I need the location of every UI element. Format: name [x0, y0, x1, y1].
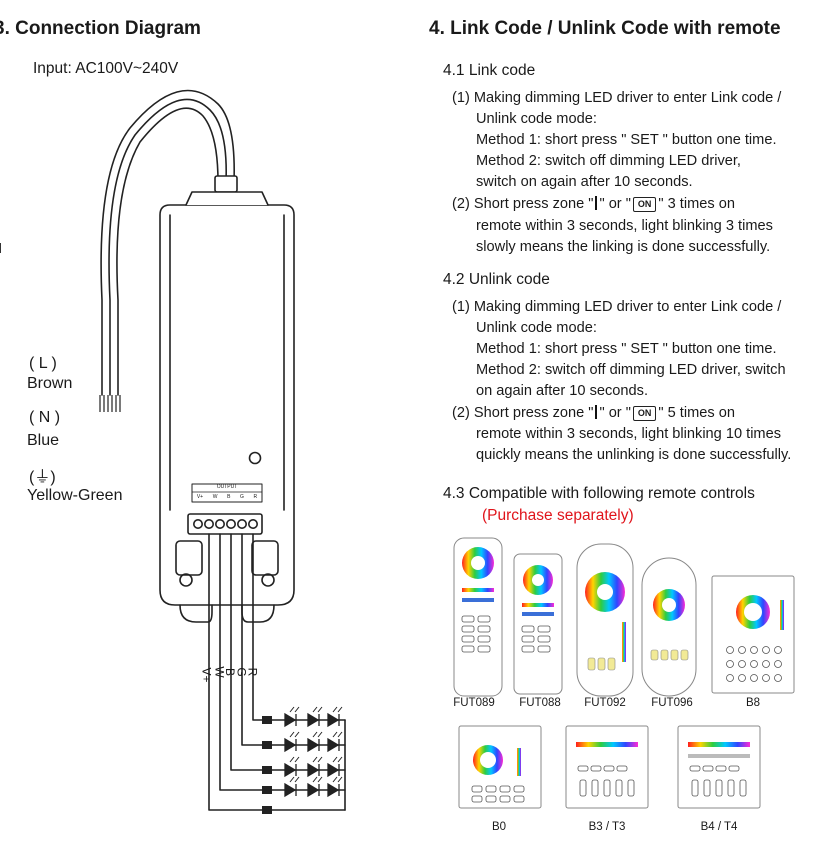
- compatible-remotes-title: 4.3 Compatible with following remote con…: [443, 485, 755, 502]
- unlink-step2-line2: remote within 3 seconds, light blinking …: [476, 426, 782, 442]
- remote-fut096: [641, 557, 697, 697]
- caption-b4-t4: B4 / T4: [700, 821, 738, 833]
- output-label: OUTPUT: [216, 484, 238, 490]
- led-rays: [289, 706, 343, 783]
- driver-diagram: [99, 89, 346, 814]
- led-row-g: [262, 737, 340, 753]
- on-button-icon: ON: [632, 197, 657, 212]
- zone-bar-icon: [595, 196, 598, 210]
- output-pins: V+ W B G R: [192, 494, 262, 500]
- unlink-method1: Method 1: short press " SET " button one…: [476, 341, 777, 357]
- led-row-b: [262, 762, 340, 778]
- wire-n-name: Blue: [27, 432, 60, 449]
- led-row-r: [262, 712, 340, 728]
- channel-label-r: R: [245, 667, 260, 677]
- caption-b8: B8: [745, 697, 761, 709]
- pin-r: R: [253, 494, 258, 500]
- on-button-icon: ON: [632, 406, 657, 421]
- unlink-step2-line3: quickly means the unlinking is done succ…: [476, 447, 792, 463]
- link-method2b: switch on again after 10 seconds.: [476, 174, 693, 190]
- remote-fut092: [576, 543, 634, 697]
- caption-b0: B0: [491, 821, 507, 833]
- led-row-vplus: [262, 806, 272, 814]
- link-code-title: 4.1 Link code: [443, 62, 536, 79]
- unlink-code-title: 4.2 Unlink code: [443, 271, 550, 288]
- led-row-w: [262, 782, 340, 798]
- purchase-separately-note: (Purchase separately): [482, 507, 634, 524]
- wire-l-name: Brown: [27, 375, 73, 392]
- zone-bar-icon: [595, 405, 598, 419]
- pin-vplus: V+: [196, 494, 204, 500]
- link-method2a: Method 2: switch off dimming LED driver,: [476, 153, 741, 169]
- ground-symbol-icon: (⏚): [29, 469, 56, 486]
- caption-fut089: FUT089: [453, 697, 495, 709]
- wire-l-code: ( L ): [29, 355, 57, 372]
- unlink-step2-line1: (2) Short press zone "" or "ON" 5 times …: [452, 405, 735, 421]
- unlink-step1-line1: (1) Making dimming LED driver to enter L…: [452, 299, 782, 315]
- link-method1: Method 1: short press " SET " button one…: [476, 132, 777, 148]
- unlink-method2a: Method 2: switch off dimming LED driver,…: [476, 362, 786, 378]
- wire-ground-name: Yellow-Green: [27, 487, 123, 504]
- link-step2-line3: slowly means the linking is done success…: [476, 239, 771, 255]
- pin-g: G: [240, 494, 244, 500]
- led-array: [262, 712, 340, 814]
- wire-n-code: ( N ): [29, 409, 61, 426]
- unlink-step1-line2: Unlink code mode:: [476, 320, 597, 336]
- input-voltage-label: Input: AC100V~240V: [33, 60, 179, 77]
- link-step1-line1: (1) Making dimming LED driver to enter L…: [452, 90, 782, 106]
- link-step2-line2: remote within 3 seconds, light blinking …: [476, 218, 773, 234]
- pin-w: W: [212, 494, 218, 500]
- caption-fut092: FUT092: [584, 697, 626, 709]
- channel-label-vplus: V+: [199, 667, 214, 683]
- edge-mark: [0, 243, 1, 253]
- link-step2-line1: (2) Short press zone "" or "ON" 3 times …: [452, 196, 735, 212]
- caption-b3-t3: B3 / T3: [588, 821, 626, 833]
- unlink-method2b: on again after 10 seconds.: [476, 383, 649, 399]
- connection-diagram-heading: 3. Connection Diagram: [0, 18, 201, 39]
- remote-controls-graphic: [453, 537, 795, 809]
- link-step1-line2: Unlink code mode:: [476, 111, 597, 127]
- pin-b: B: [227, 494, 231, 500]
- remote-b8: [711, 575, 795, 694]
- link-code-heading: 4. Link Code / Unlink Code with remote: [429, 18, 781, 39]
- caption-fut096: FUT096: [651, 697, 693, 709]
- caption-fut088: FUT088: [519, 697, 561, 709]
